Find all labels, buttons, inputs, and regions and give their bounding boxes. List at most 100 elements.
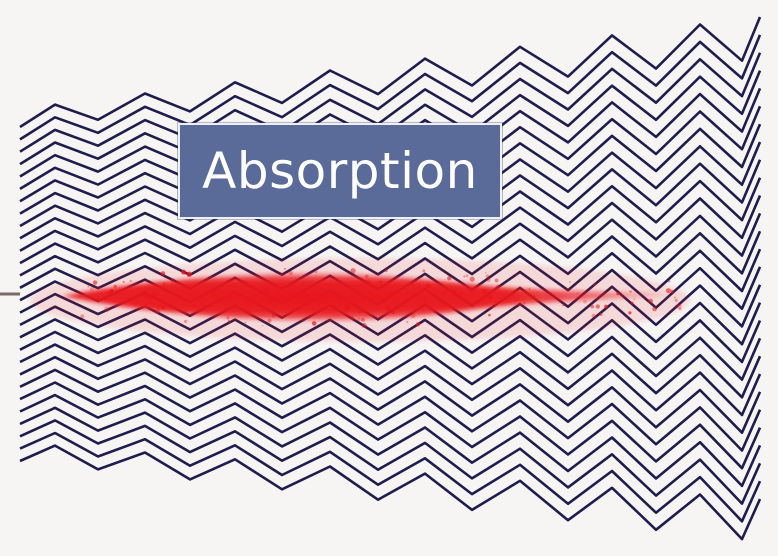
absorption-speckle <box>410 313 416 319</box>
absorption-speckle <box>369 291 373 295</box>
absorption-speckle <box>118 289 121 292</box>
absorption-speckle <box>226 316 230 320</box>
absorption-speckle <box>495 284 501 290</box>
absorption-speckle <box>110 289 114 293</box>
absorption-speckle <box>186 271 192 277</box>
absorption-speckle <box>469 276 475 282</box>
absorption-speckle <box>183 319 188 324</box>
absorption-speckle <box>288 271 293 276</box>
absorption-speckle <box>241 280 246 285</box>
absorption-speckle <box>313 269 318 274</box>
absorption-speckle <box>292 303 295 306</box>
absorption-speckle <box>227 320 231 323</box>
absorption-speckle <box>604 304 608 309</box>
absorption-speckle <box>87 285 90 288</box>
absorption-speckle <box>411 283 415 287</box>
absorption-speckle <box>353 299 356 301</box>
wave-line <box>19 194 762 252</box>
absorption-speckle <box>80 314 85 319</box>
absorption-speckle <box>485 274 490 279</box>
absorption-speckle <box>678 307 682 311</box>
wave-line <box>19 419 762 505</box>
absorption-speckle <box>569 280 572 284</box>
absorption-speckle <box>183 310 188 314</box>
absorption-speckle <box>576 292 579 295</box>
absorption-speckle <box>616 292 620 296</box>
absorption-speckle <box>78 294 82 299</box>
absorption-speckle <box>406 291 409 294</box>
absorption-speckle <box>383 299 386 302</box>
absorption-speckle <box>590 304 595 309</box>
absorption-speckle <box>107 291 112 296</box>
absorption-speckle <box>424 299 426 302</box>
absorption-speckle <box>284 267 286 270</box>
absorption-speckle <box>211 289 216 294</box>
absorption-speckle <box>141 292 147 298</box>
wave-line <box>19 406 762 488</box>
absorption-speckle <box>451 289 457 295</box>
absorption-speckle <box>365 279 371 285</box>
absorption-speckle <box>272 313 276 318</box>
absorption-speckle <box>463 275 466 278</box>
absorption-speckle <box>386 306 391 312</box>
absorption-speckle <box>528 288 531 290</box>
absorption-speckle <box>160 271 166 276</box>
absorption-speckle <box>261 324 264 327</box>
absorption-speckle <box>249 287 253 291</box>
absorption-speckle <box>628 311 632 315</box>
absorption-speckle <box>156 305 162 311</box>
absorption-speckle <box>264 287 270 293</box>
absorption-speckle <box>488 313 491 317</box>
absorption-speckle <box>599 312 603 316</box>
absorption-speckle <box>406 321 409 324</box>
absorption-speckle <box>422 269 426 273</box>
absorption-speckle <box>353 296 356 299</box>
absorption-speckle <box>523 302 526 305</box>
absorption-speckle <box>144 295 148 299</box>
absorption-speckle <box>104 306 110 313</box>
absorption-speckle <box>244 321 247 324</box>
wave-line <box>19 212 762 265</box>
absorption-speckle <box>365 274 369 279</box>
absorption-speckle <box>170 279 174 283</box>
absorption-speckle <box>595 304 600 309</box>
absorption-speckle <box>457 290 460 292</box>
absorption-speckle <box>562 303 565 307</box>
absorption-speckle <box>418 286 421 289</box>
wave-line <box>19 368 762 434</box>
absorption-speckle <box>583 299 587 304</box>
absorption-speckle <box>113 284 117 289</box>
absorption-speckle <box>379 280 383 284</box>
wave-line <box>19 444 762 541</box>
absorption-speckle <box>486 277 491 283</box>
absorption-speckle <box>162 282 166 286</box>
absorption-speckle <box>630 301 634 305</box>
absorption-speckle <box>345 304 351 311</box>
wave-line <box>19 70 762 166</box>
absorption-speckle <box>447 276 452 281</box>
absorption-speckle <box>89 287 94 292</box>
absorption-label: Absorption <box>202 142 478 200</box>
absorption-speckle <box>236 294 239 297</box>
absorption-speckle <box>415 322 420 327</box>
absorption-speckle <box>337 298 342 303</box>
absorption-speckle <box>155 308 161 314</box>
absorption-speckle <box>667 279 671 283</box>
absorption-speckle <box>441 303 446 308</box>
absorption-speckle <box>442 292 445 295</box>
absorption-speckle <box>591 313 597 319</box>
absorption-band-icon <box>30 258 690 342</box>
wave-line <box>19 330 762 381</box>
absorption-speckle <box>192 303 196 307</box>
absorption-speckle <box>245 309 251 315</box>
wave-line <box>19 16 762 129</box>
absorption-speckle <box>148 287 151 290</box>
absorption-speckle <box>218 298 223 303</box>
absorption-speckle <box>384 269 388 273</box>
absorption-core <box>62 273 690 321</box>
absorption-speckle <box>194 286 197 288</box>
absorption-speckle <box>329 277 333 281</box>
absorption-speckle <box>282 296 285 299</box>
absorption-speckle <box>292 307 296 312</box>
